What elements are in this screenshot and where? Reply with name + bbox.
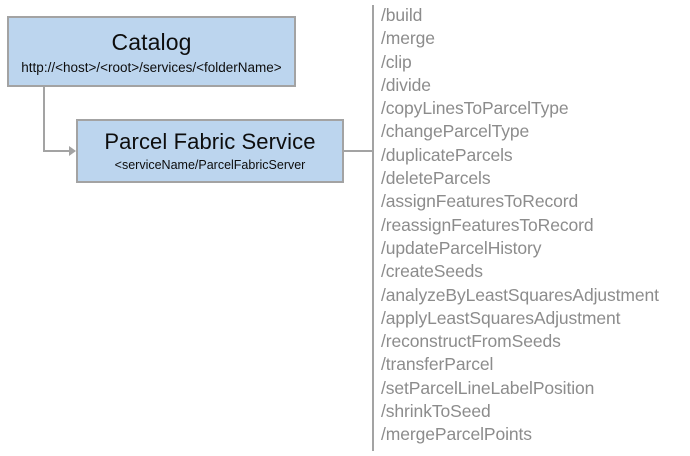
operation-item[interactable]: /divide xyxy=(381,74,431,95)
operation-item[interactable]: /clip xyxy=(381,51,412,72)
operation-item[interactable]: /shrinkToSeed xyxy=(381,401,491,422)
operation-item[interactable]: /updateParcelHistory xyxy=(381,237,542,258)
connector-catalog-horizontal xyxy=(43,150,73,152)
operations-bracket-bar xyxy=(372,5,374,451)
catalog-node-url: http://<host>/<root>/services/<folderNam… xyxy=(21,59,282,75)
catalog-node[interactable]: Catalog http://<host>/<root>/services/<f… xyxy=(7,16,296,87)
parcel-fabric-service-node-title: Parcel Fabric Service xyxy=(104,129,316,154)
operation-item[interactable]: /reconstructFromSeeds xyxy=(381,331,561,352)
operation-item[interactable]: /build xyxy=(381,5,423,25)
operation-item[interactable]: /copyLinesToParcelType xyxy=(381,98,569,119)
operation-item[interactable]: /reassignFeaturesToRecord xyxy=(381,214,594,235)
operation-item[interactable]: /setParcelLineLabelPosition xyxy=(381,377,595,398)
operation-item[interactable]: /duplicateParcels xyxy=(381,144,513,165)
operation-item[interactable]: /deleteParcels xyxy=(381,168,491,189)
parcel-fabric-service-node[interactable]: Parcel Fabric Service <serviceName/Parce… xyxy=(76,119,344,183)
operation-item[interactable]: /merge xyxy=(381,28,435,49)
connector-catalog-vertical xyxy=(43,86,45,152)
operation-item[interactable]: /applyLeastSquaresAdjustment xyxy=(381,307,621,328)
operation-item[interactable]: /createSeeds xyxy=(381,261,483,282)
operation-item[interactable]: /transferParcel xyxy=(381,354,494,375)
connector-service-to-operations xyxy=(344,150,374,152)
arrowhead-icon xyxy=(69,146,76,156)
operation-item[interactable]: /analyzeByLeastSquaresAdjustment xyxy=(381,284,659,305)
operation-item[interactable]: /mergeParcelPoints xyxy=(381,424,532,445)
operation-item[interactable]: /assignFeaturesToRecord xyxy=(381,191,579,212)
operation-item[interactable]: /changeParcelType xyxy=(381,121,530,142)
parcel-fabric-service-node-path: <serviceName/ParcelFabricServer xyxy=(114,158,306,172)
operations-list: /build/merge/clip/divide/copyLinesToParc… xyxy=(381,4,690,447)
catalog-node-title: Catalog xyxy=(111,28,192,55)
